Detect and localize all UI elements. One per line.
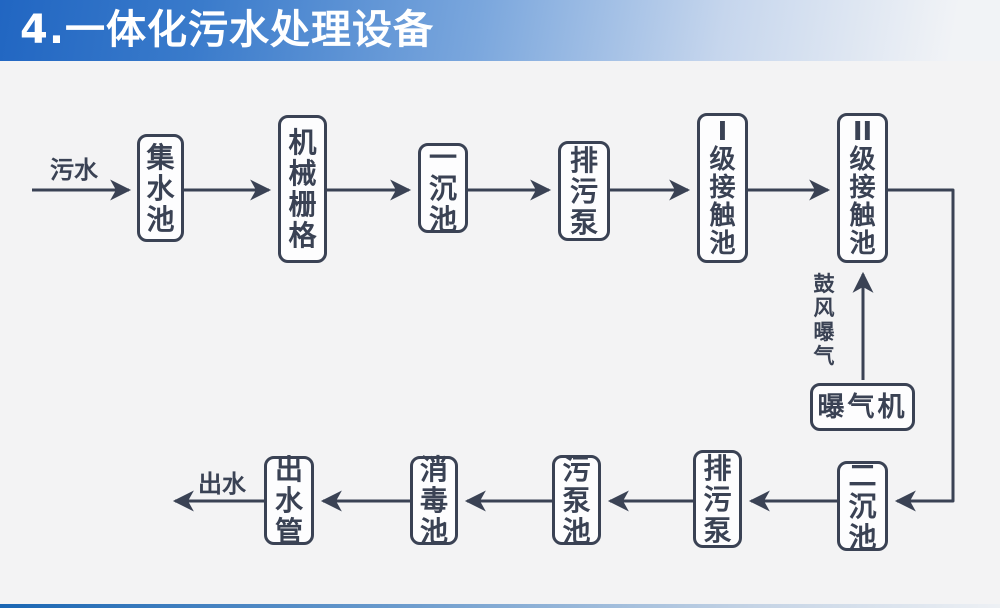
flow-node-label: 接 <box>709 173 736 203</box>
flow-node-label: 格 <box>288 219 317 252</box>
flow-node-label: 一 <box>428 140 457 174</box>
flow-node-label: 毒 <box>419 484 448 517</box>
flow-node-label: 消 <box>419 453 448 486</box>
flow-node-label: 泵 <box>703 513 732 547</box>
flow-node-aerator: 曝气机 <box>810 383 915 431</box>
flow-node-label: 集 <box>146 140 175 174</box>
slide-header: 4.一体化污水处理设备 <box>0 0 1000 61</box>
flow-node-label: 池 <box>428 202 457 236</box>
flow-node-sewage-discharge-pump-top: 排污泵 <box>558 141 610 241</box>
flow-node-label: 池 <box>562 514 591 548</box>
flow-node-label: 污 <box>562 452 591 486</box>
flow-node-label: 池 <box>709 229 736 259</box>
flow-node-label: 水 <box>146 171 175 205</box>
flow-node-label: 水 <box>274 484 303 517</box>
flow-node-label: 排 <box>703 451 732 485</box>
flow-node-label: 级 <box>709 145 736 175</box>
flow-node-label: 级 <box>849 145 876 175</box>
flow-node-disinfection-tank: 消毒池 <box>410 453 458 548</box>
flow-node-secondary-sedimentation-tank: 二沉池 <box>837 458 888 554</box>
flow-node-label: 池 <box>419 515 448 548</box>
aeration-label-char: 曝 <box>813 320 835 344</box>
flow-node-label: 池 <box>849 229 876 259</box>
bottom-accent-bar <box>0 604 1000 608</box>
flow-node-label: 沉 <box>428 171 457 205</box>
flow-node-label: 二 <box>848 458 877 492</box>
flow-node-label: 触 <box>849 201 876 231</box>
flow-node-label: 曝气机 <box>817 391 908 423</box>
aeration-label-char: 鼓 <box>813 272 835 296</box>
flow-node-primary-sedimentation-tank: 一沉池 <box>418 140 468 236</box>
aeration-label-char: 风 <box>813 296 835 320</box>
aeration-label-char: 气 <box>813 344 835 368</box>
flow-node-sludge-pump-tank: 污泵池 <box>552 452 601 548</box>
slide-title: 4.一体化污水处理设备 <box>20 7 435 53</box>
flow-node-label: 污 <box>569 174 598 208</box>
flow-node-outlet-pipe: 出水管 <box>264 453 314 548</box>
flow-node-label: 污 <box>703 482 732 516</box>
aeration-label: 鼓 风 曝 气 <box>810 272 838 368</box>
flow-node-label: I <box>717 117 728 147</box>
inflow-label: 污水 <box>50 156 98 184</box>
flow-node-label: 沉 <box>848 489 877 523</box>
flow-node-mechanical-grille: 机械栅格 <box>278 115 327 263</box>
flow-node-label: 栅 <box>288 188 317 221</box>
flow-node-label: 触 <box>709 201 736 231</box>
arrow-stage2-to-secondary-tank <box>888 188 955 512</box>
flow-node-collecting-tank: 集水池 <box>137 134 184 242</box>
flow-node-sewage-discharge-pump-bottom: 排污泵 <box>693 450 742 548</box>
flow-node-label: 排 <box>569 143 598 177</box>
flow-node-label: II <box>852 117 873 147</box>
flow-node-label: 机 <box>288 126 317 159</box>
flow-node-label: 池 <box>146 202 175 236</box>
flow-node-label: 接 <box>849 173 876 203</box>
flow-node-label: 池 <box>848 520 877 554</box>
flow-node-label: 出 <box>274 453 303 486</box>
outflow-label: 出水 <box>198 470 246 498</box>
flow-node-label: 管 <box>274 515 303 548</box>
flow-node-label: 械 <box>288 157 317 190</box>
flow-node-label: 泵 <box>562 483 591 517</box>
flow-node-label: 泵 <box>569 205 598 239</box>
